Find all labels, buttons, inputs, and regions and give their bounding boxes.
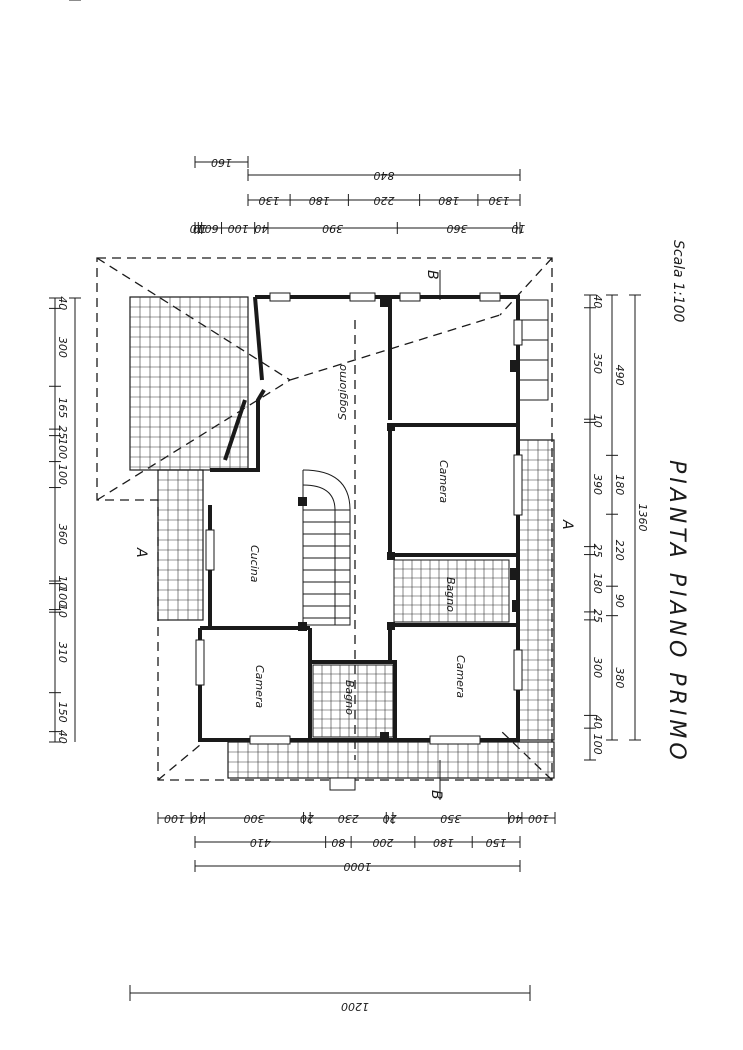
room-label-soggiorno: Soggiorno	[336, 364, 349, 420]
dim-top-row2-label: 130	[488, 194, 509, 207]
dim-bottom-total-label: 1000	[344, 860, 372, 873]
dim-top-row3-label: 60	[205, 222, 219, 235]
dim-right-middle-label: 380	[613, 667, 626, 688]
dim-right-inner-label: 40	[591, 294, 604, 308]
dim-left-label: 100	[56, 464, 69, 485]
dim-top-total-label: 840	[374, 169, 395, 182]
dim-left-label: 360	[56, 524, 69, 545]
dim-left-label: 150	[56, 702, 69, 723]
dim-top-row2-label: 180	[309, 194, 330, 207]
dim-bottom-row1-label: 350	[440, 812, 461, 825]
dim-right-inner-label: 25	[591, 544, 604, 558]
dim-bottom-row1-label: 40	[508, 812, 522, 825]
dim-right-middle-label: 220	[613, 540, 626, 561]
room-label-camera-1: Camera	[437, 460, 450, 503]
windows	[195, 292, 523, 791]
dim-left-label: 300	[56, 337, 69, 358]
room-label-bagno-2: Bagno	[343, 680, 356, 715]
room-label-cucina: Cucina	[248, 545, 261, 583]
drawing-title: PIANTA PIANO PRIMO	[664, 460, 689, 764]
dim-bottom-row1-label: 40	[191, 812, 205, 825]
dim-right-inner-label: 390	[591, 474, 604, 495]
dim-bottom-row2-label: 80	[331, 836, 345, 849]
dim-bottom-row1-label: 20	[383, 812, 397, 825]
dimension-chain-bottom: 100 40 300 20 230 20 350 40 100 410 80 200 180 150 100…	[157, 812, 556, 873]
dim-bottom-row1-label: 100	[164, 812, 185, 825]
dim-top-row3-label: 10	[511, 222, 525, 235]
dim-left-label: 100	[56, 586, 69, 607]
dim-top-row2-label: 130	[259, 194, 280, 207]
section-mark-a-right: A	[559, 519, 575, 530]
dim-left-label: 100	[56, 438, 69, 459]
balcony-top-right	[517, 299, 549, 401]
terrace-left	[157, 469, 204, 621]
dim-bottom-row2-label: 180	[433, 836, 454, 849]
dim-top-row3-label: 40	[254, 222, 268, 235]
dim-right-inner-label: 25	[591, 609, 604, 623]
dim-bottom-row2-label: 200	[372, 836, 393, 849]
dim-top-row3-label: 10	[190, 222, 204, 235]
terrace-bottom	[227, 741, 555, 779]
dim-bottom-row2-label: 150	[486, 836, 507, 849]
dim-top-row3-label: 10	[193, 222, 207, 235]
dim-top-row2-label: 180	[438, 194, 459, 207]
dim-right-inner-label: 300	[591, 657, 604, 678]
dim-left-label: 165	[56, 397, 69, 418]
terrace-right	[517, 439, 555, 741]
dim-left-label: 10	[56, 604, 69, 618]
chimney-flues	[298, 298, 520, 741]
dim-bottom-row1-label: 300	[243, 812, 264, 825]
bagno-2-floor	[312, 664, 394, 738]
terrace-top-left	[129, 296, 249, 471]
dim-left-label: 10	[56, 575, 69, 589]
dim-bottom-row1-label: 230	[338, 812, 359, 825]
dimension-chain-right: 40 350 10 390 25 180 25 300 40 100 490 180 220 90 380 1…	[584, 294, 649, 761]
dim-left-label: 40	[56, 296, 69, 310]
room-label-camera-2: Camera	[253, 665, 266, 708]
dim-right-middle-label: 90	[613, 594, 626, 608]
dim-left-label: 40	[56, 730, 69, 744]
staircase	[302, 469, 351, 626]
dim-right-total-label: 1360	[636, 504, 649, 532]
section-mark-a-left: A	[133, 547, 149, 558]
dim-bottom-row1-label: 100	[528, 812, 549, 825]
dim-right-inner-label: 10	[591, 414, 604, 428]
dim-right-middle-label: 490	[613, 365, 626, 386]
section-mark-b-top: B	[424, 270, 440, 280]
room-label-camera-3: Camera	[454, 655, 467, 698]
roof-outline	[96, 257, 553, 781]
dimension-far-bottom-label: 1200	[341, 1000, 369, 1013]
dim-right-inner-label: 40	[591, 715, 604, 729]
bagno-1-floor	[393, 559, 510, 623]
dim-right-inner-label: 100	[591, 734, 604, 755]
dim-top-row3-label: 360	[446, 222, 467, 235]
dim-top-overhang-label: 160	[211, 156, 232, 169]
interior-walls	[210, 297, 518, 740]
dim-right-middle-label: 180	[613, 474, 626, 495]
dim-right-inner-label: 350	[591, 353, 604, 374]
dim-top-row3-label: 100	[228, 222, 249, 235]
dimension-far-bottom: 1200	[129, 985, 531, 1013]
drawing-scale: Scala 1:100	[670, 240, 686, 323]
dim-bottom-row1-label: 20	[300, 812, 314, 825]
section-mark-b-bottom: B	[428, 790, 444, 800]
dim-bottom-row2-label: 410	[250, 836, 271, 849]
dim-top-row3-label: 390	[322, 222, 343, 235]
room-label-bagno-1: Bagno	[444, 577, 457, 612]
dim-top-row2-label: 220	[374, 194, 395, 207]
dim-left-label: 310	[56, 642, 69, 663]
dim-right-inner-label: 180	[591, 573, 604, 594]
